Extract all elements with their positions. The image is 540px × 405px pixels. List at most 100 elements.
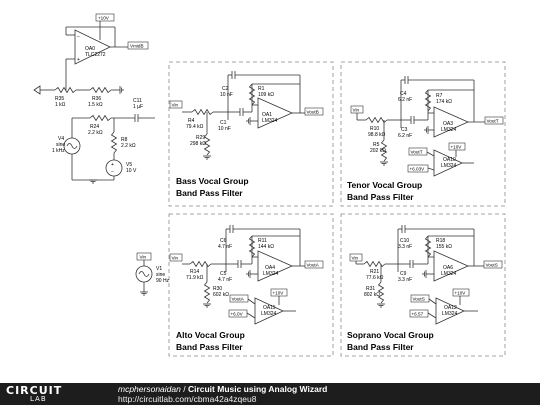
soprano-r21-value: 77.6 kΩ — [366, 275, 384, 281]
svg-text:+: + — [111, 162, 114, 168]
logo-text-bottom: LAB — [30, 395, 47, 403]
soprano-vout-label: VoutS — [486, 263, 498, 268]
r8-value: 2.2 kΩ — [121, 143, 136, 149]
circuit-url[interactable]: http://circuitlab.com/cbma42a4zqeu8 — [118, 394, 257, 404]
soprano-r18-name: R18 — [436, 238, 445, 244]
footer-title-line: mcphersonaidan / Circuit Music using Ana… — [118, 384, 327, 394]
soprano-r31-value: 802 kΩ — [364, 292, 380, 298]
alto-buffer-part: LM324 — [261, 311, 277, 317]
v4-type: sine — [56, 142, 65, 148]
soprano-filter-box — [340, 213, 506, 357]
tenor-filter-block: Vin R10 98.8 kΩ R5 202 kΩ C4 6.2 nF C3 6… — [340, 61, 506, 207]
alto-buffer-symbol — [254, 297, 284, 325]
soprano-r31-name: R31 — [366, 286, 375, 292]
schematic-canvas: − + OA0 TLC2272 +10V VmidB R35 1 kΩ R36 … — [33, 13, 506, 357]
soprano-filter-subtitle: Band Pass Filter — [347, 342, 414, 352]
alto-opamp-part: LM324 — [263, 271, 279, 277]
soprano-opamp-name: OA6 — [443, 265, 453, 271]
alto-filter-box — [168, 213, 334, 357]
v4-frequency: 1 kHz — [52, 148, 65, 154]
v4-name: V4 — [58, 136, 64, 142]
alto-r11-name: R11 — [258, 238, 267, 244]
tenor-r7-value: 174 kΩ — [436, 99, 452, 105]
opamp-oa0-symbol — [74, 29, 111, 65]
bass-opamp-part: LM324 — [262, 118, 278, 124]
soprano-c9-name: C9 — [400, 271, 407, 277]
tenor-r7-name: R7 — [436, 93, 443, 99]
alto-r30-name: R30 — [213, 286, 222, 292]
r36-value: 1.5 kΩ — [88, 102, 103, 108]
bass-c1-name: C1 — [220, 120, 227, 126]
tenor-r10-value: 98.8 kΩ — [368, 132, 386, 138]
alto-vout-label: VoutA — [307, 263, 320, 268]
oa0-vcc-tag — [95, 13, 115, 22]
alto-buffer-vcc: +10V — [273, 291, 285, 296]
tenor-r5-value: 202 kΩ — [370, 148, 386, 154]
soprano-filter-title: Soprano Vocal Group — [347, 330, 434, 340]
bass-filter-block: Vin R4 79.4 kΩ R29 298 kΩ C2 10 nF C1 10… — [168, 61, 334, 207]
soprano-opamp-part: LM324 — [441, 271, 457, 277]
soprano-buffer-ref: +6.57 — [412, 312, 424, 317]
bass-r4-value: 79.4 kΩ — [186, 124, 204, 130]
tenor-c4-name: C4 — [400, 91, 407, 97]
tenor-opamp-name: OA3 — [443, 121, 453, 127]
alto-buffer-ref: +6.0V — [231, 312, 244, 317]
bass-r29-value: 298 kΩ — [190, 141, 206, 147]
alto-opamp-name: OA4 — [265, 265, 275, 271]
bass-c1-value: 10 nF — [218, 126, 231, 132]
bass-opamp-symbol — [257, 97, 293, 129]
circuit-title[interactable]: Circuit Music using Analog Wizard — [187, 384, 328, 394]
alto-c6-value: 4.7 nF — [218, 244, 232, 250]
circuitlab-logo[interactable]: CIRCUIT LAB — [6, 384, 64, 404]
bass-opamp-name: OA1 — [262, 112, 272, 118]
bass-r1-value: 109 kΩ — [258, 92, 274, 98]
alto-filter-subtitle: Band Pass Filter — [176, 342, 243, 352]
tenor-buffer-ref: +6.03V — [410, 167, 426, 172]
oa0-name: OA0 — [85, 46, 95, 52]
soprano-buffer-name: OA12 — [444, 305, 457, 311]
tenor-buffer-symbol — [433, 149, 463, 177]
tenor-buffer-in-label: VoutT — [411, 150, 423, 155]
oa0-part: TLC2272 — [85, 52, 106, 58]
alto-buffer-name: OA11 — [263, 305, 276, 311]
alto-r14-name: R14 — [190, 269, 199, 275]
bass-r4-name: R4 — [188, 118, 195, 124]
vmidb-tag — [127, 41, 149, 50]
divider-input-arrow — [33, 85, 41, 95]
tenor-buffer-part: LM324 — [441, 163, 457, 169]
alto-r14-value: 71.9 kΩ — [186, 275, 204, 281]
tenor-c3-name: C3 — [401, 127, 408, 133]
tenor-r5-name: R5 — [373, 142, 380, 148]
alto-r11-value: 144 kΩ — [258, 244, 274, 250]
bass-c2-name: C2 — [222, 86, 229, 92]
oa0-vcc-label: +10V — [98, 16, 110, 21]
soprano-r21-name: R21 — [370, 269, 379, 275]
tenor-r10-name: R10 — [370, 126, 379, 132]
tenor-opamp-symbol — [433, 106, 469, 138]
author-link[interactable]: mcphersonaidan — [118, 384, 181, 394]
svg-text:−: − — [77, 34, 80, 40]
soprano-c9-value: 3.3 nF — [398, 277, 412, 283]
soprano-opamp-symbol — [433, 250, 469, 282]
svg-text:+: + — [77, 57, 80, 63]
v1-source: Vin V1 sine 90 Hz — [135, 252, 170, 296]
tenor-buffer-vcc: +10V — [451, 145, 463, 150]
vmidb-label: VmidB — [130, 44, 144, 49]
soprano-buffer-in-label: VoutS — [413, 297, 425, 302]
tenor-vout-label: VoutT — [487, 119, 499, 124]
r35-value: 1 kΩ — [55, 102, 66, 108]
alto-c5-name: C5 — [220, 271, 227, 277]
logo-text-top: CIRCUIT — [6, 384, 63, 397]
alto-vin-label: Vin — [172, 256, 179, 261]
alto-r30-value: 602 kΩ — [213, 292, 229, 298]
soprano-vin-label: Vin — [352, 256, 359, 261]
svg-text:−: − — [111, 169, 114, 175]
r35-name: R35 — [55, 96, 64, 102]
alto-filter-block: Vin R14 71.9 kΩ R30 602 kΩ C6 4.7 nF C5 … — [168, 213, 334, 357]
bias-circuit: − + OA0 TLC2272 +10V VmidB R35 1 kΩ R36 … — [33, 13, 155, 184]
v1-vin-label: Vin — [140, 255, 147, 260]
v5-value: 10 V — [126, 168, 137, 174]
bass-vout-label: VoutB — [307, 110, 319, 115]
title-separator: / — [180, 384, 188, 394]
bass-r29-name: R29 — [196, 135, 205, 141]
